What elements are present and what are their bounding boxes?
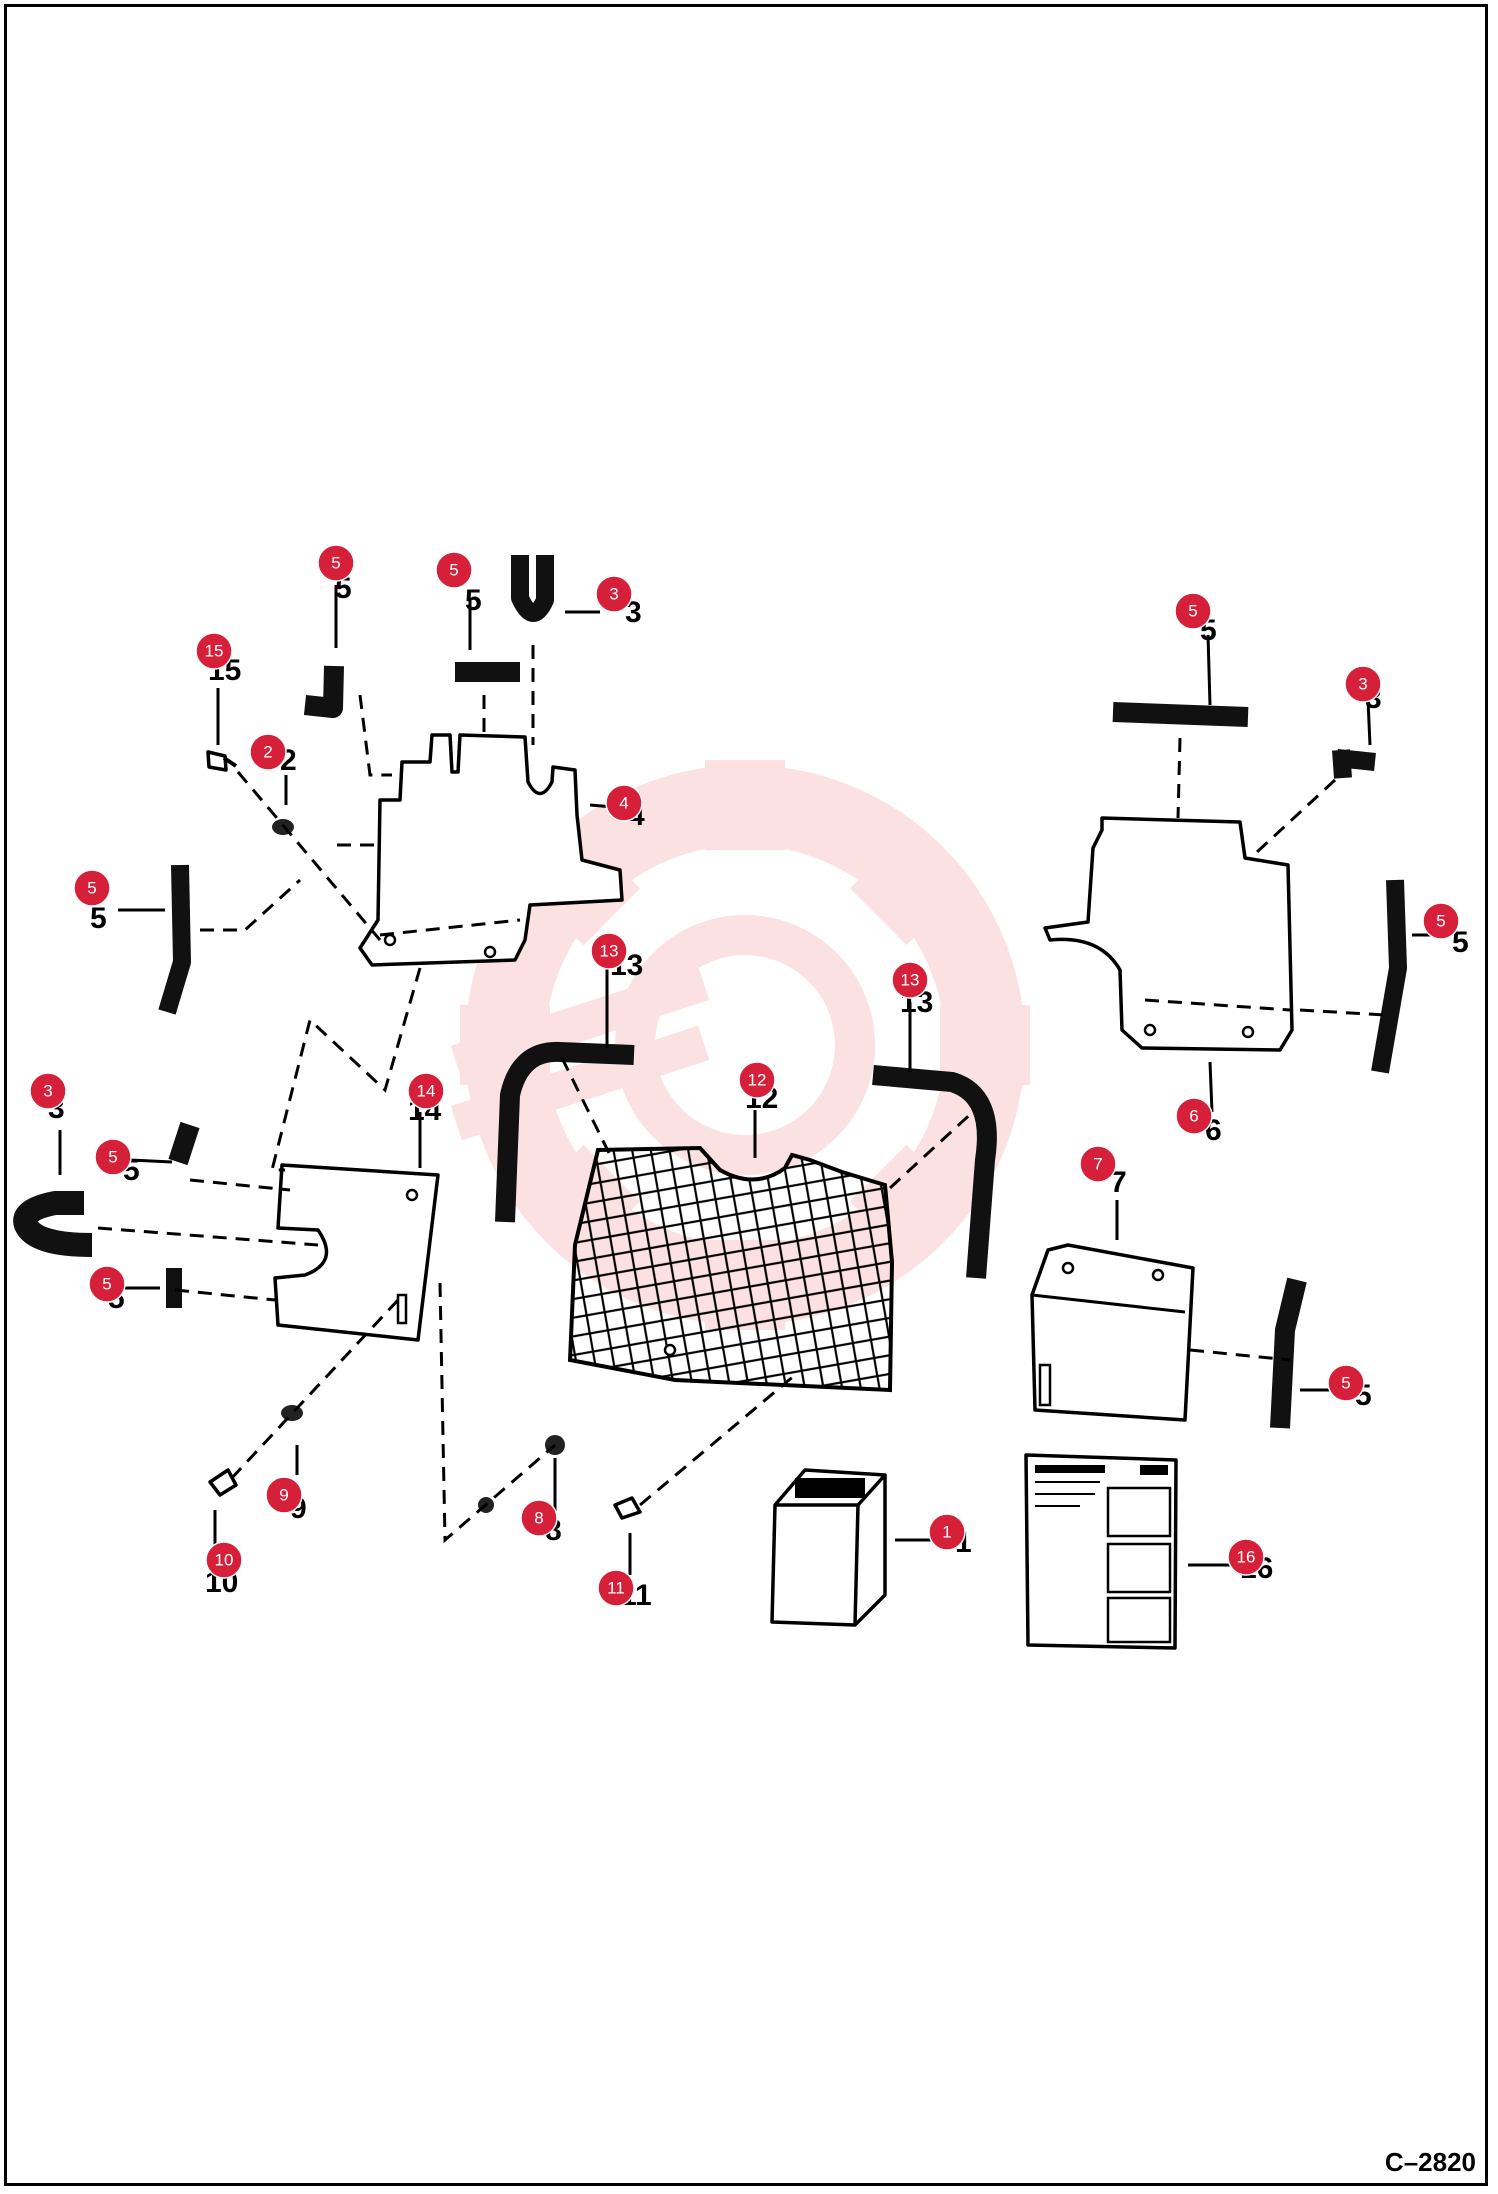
panel-4 [358, 733, 624, 967]
callout-badge-16[interactable]: 16 [1227, 1538, 1265, 1576]
callout-badge-3[interactable]: 3 [1344, 665, 1382, 703]
svg-text:3: 3 [609, 585, 618, 604]
mesh-guard-12 [567, 1145, 895, 1393]
svg-text:2: 2 [263, 743, 272, 762]
printed-part-numbers: 5 5 3 15 2 4 5 13 13 3 5 5 14 12 5 3 5 6… [48, 572, 1469, 1612]
callout-badge-3[interactable]: 3 [595, 575, 633, 613]
callout-badge-11[interactable]: 11 [597, 1569, 635, 1607]
svg-text:5: 5 [1188, 602, 1197, 621]
svg-text:6: 6 [1189, 1107, 1198, 1126]
callout-badge-14[interactable]: 14 [407, 1072, 445, 1110]
svg-text:14: 14 [417, 1082, 436, 1101]
panel-6 [1043, 816, 1294, 1052]
svg-text:4: 4 [619, 794, 628, 813]
callout-badges: 1 2 3 3 3 4 5 5 5 5 5 5 5 5 6 7 8 9 10 1… [29, 544, 1460, 1607]
svg-text:3: 3 [43, 1082, 52, 1101]
svg-text:10: 10 [215, 1551, 234, 1570]
callout-badge-2[interactable]: 2 [249, 733, 287, 771]
svg-text:5: 5 [449, 561, 458, 580]
svg-text:5: 5 [1436, 912, 1445, 931]
callout-badge-5[interactable]: 5 [317, 544, 355, 582]
callout-badge-5[interactable]: 5 [73, 869, 111, 907]
instruction-sheet-16 [1024, 1453, 1178, 1650]
svg-text:3: 3 [1358, 675, 1367, 694]
callout-badge-13[interactable]: 13 [590, 932, 628, 970]
assembly-lines [97, 645, 1386, 1544]
callout-badge-3[interactable]: 3 [29, 1072, 67, 1110]
bracket-7 [1030, 1243, 1195, 1422]
svg-text:5: 5 [331, 554, 340, 573]
callout-badge-5[interactable]: 5 [1422, 902, 1460, 940]
callout-badge-5[interactable]: 5 [1327, 1364, 1365, 1402]
svg-text:5: 5 [102, 1275, 111, 1294]
callout-badge-4[interactable]: 4 [605, 784, 643, 822]
svg-text:5: 5 [1341, 1374, 1350, 1393]
box-1 [770, 1468, 887, 1627]
svg-text:15: 15 [205, 642, 224, 661]
part-number-7: 7 [1110, 1166, 1127, 1199]
svg-text:1: 1 [942, 1523, 951, 1542]
part-number-5: 5 [1452, 926, 1469, 959]
svg-text:11: 11 [607, 1579, 625, 1598]
callout-badge-1[interactable]: 1 [928, 1513, 966, 1551]
callout-badge-15[interactable]: 15 [195, 632, 233, 670]
drawing-code: C–2820 [1384, 2147, 1476, 2177]
svg-text:8: 8 [534, 1509, 543, 1528]
hardware-group [206, 750, 642, 1520]
callout-badge-7[interactable]: 7 [1079, 1145, 1117, 1183]
callout-badge-8[interactable]: 8 [520, 1499, 558, 1537]
callout-badge-9[interactable]: 9 [265, 1476, 303, 1514]
svg-text:12: 12 [748, 1071, 767, 1090]
svg-text:5: 5 [87, 879, 96, 898]
callout-badge-12[interactable]: 12 [738, 1061, 776, 1099]
svg-text:16: 16 [1237, 1548, 1256, 1567]
svg-text:13: 13 [901, 971, 920, 990]
callout-badge-6[interactable]: 6 [1175, 1097, 1213, 1135]
part-number-5: 5 [465, 584, 482, 617]
panel-14 [273, 1163, 440, 1342]
hose-group [13, 555, 1407, 1429]
svg-text:5: 5 [108, 1148, 117, 1167]
callout-badge-5[interactable]: 5 [88, 1265, 126, 1303]
callout-badge-5[interactable]: 5 [1174, 592, 1212, 630]
callout-badge-5[interactable]: 5 [435, 551, 473, 589]
drawing-frame [4, 4, 1488, 2186]
callout-badge-13[interactable]: 13 [891, 961, 929, 999]
svg-text:7: 7 [1093, 1155, 1102, 1174]
svg-text:13: 13 [600, 942, 619, 961]
callout-badge-10[interactable]: 10 [205, 1541, 243, 1579]
svg-text:9: 9 [279, 1486, 288, 1505]
callout-badge-5[interactable]: 5 [94, 1138, 132, 1176]
part-number-5: 5 [90, 902, 107, 935]
